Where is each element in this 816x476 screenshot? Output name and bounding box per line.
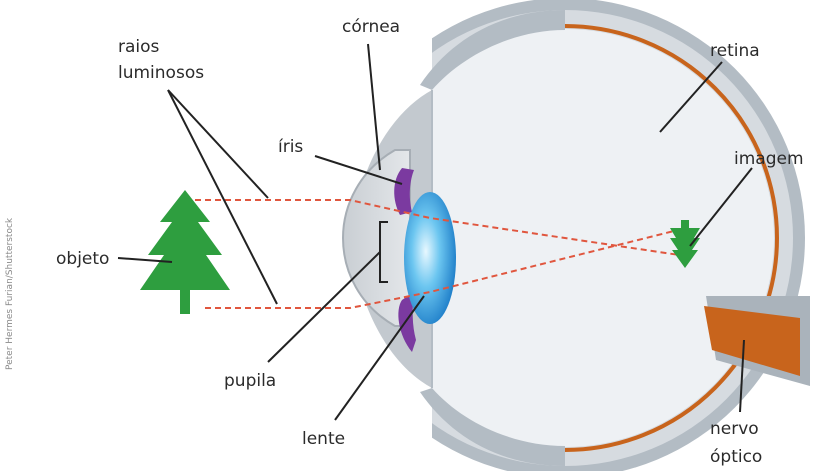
label-pupila: pupila (224, 371, 276, 391)
label-iris: íris (278, 137, 303, 157)
label-nervo-optico-1: nervo (710, 419, 759, 439)
label-lente: lente (302, 429, 345, 449)
label-imagem: imagem (734, 149, 804, 169)
photo-credit: Peter Hermes Furian/Shutterstock (5, 217, 15, 370)
label-raios-luminosos-2: luminosos (118, 63, 204, 83)
lens (404, 192, 456, 324)
label-objeto: objeto (56, 249, 109, 269)
label-cornea: córnea (342, 17, 400, 37)
label-retina: retina (710, 41, 760, 61)
eyeball (320, 0, 805, 471)
object-tree (140, 190, 230, 314)
label-raios-luminosos-1: raios (118, 37, 160, 57)
label-nervo-optico-2: óptico (710, 447, 762, 467)
